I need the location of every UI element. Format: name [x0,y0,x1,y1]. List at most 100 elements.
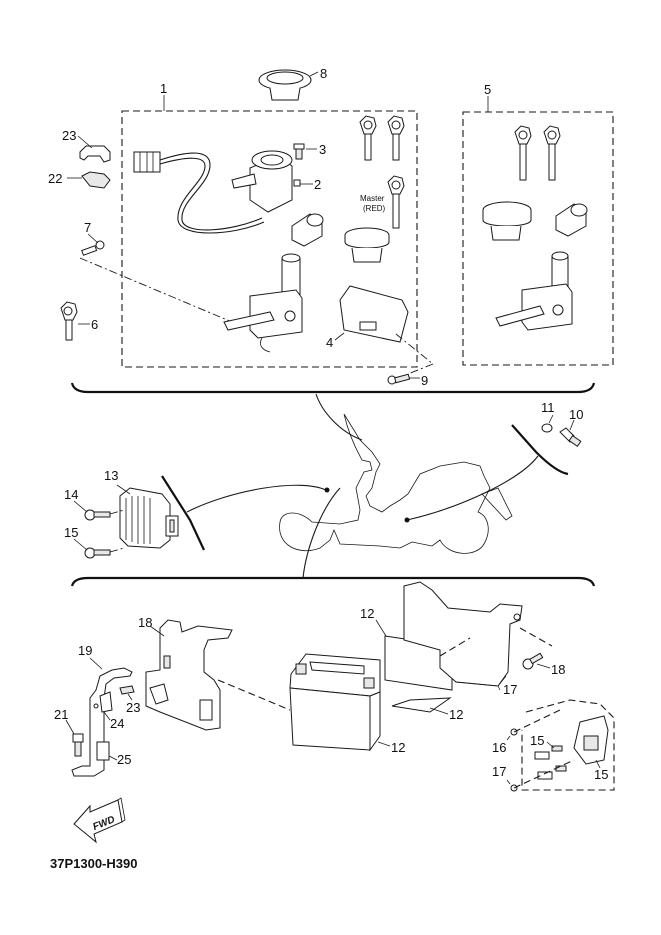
leader-4 [334,332,345,341]
location-dot-sensor [404,517,410,523]
part-clamp-25[interactable] [81,171,111,189]
callout-10[interactable]: 10 [569,407,583,422]
part-fuse-17[interactable] [534,745,567,780]
part-bolt-15-lower[interactable] [84,547,111,559]
part-key-kit1-b [387,115,405,161]
callout-16[interactable]: 15 [594,767,608,782]
leader-13 [377,741,391,747]
part-relay-assembly-16[interactable] [573,715,609,765]
part-screw-3[interactable] [293,143,305,160]
part-key-6[interactable] [60,301,78,341]
part-cap-kit5 [482,201,532,241]
leader-sensor-to-scooter [406,455,539,521]
part-bolt-20[interactable] [522,652,544,670]
callout-24[interactable]: 21 [54,707,68,722]
scooter-outline [279,413,513,554]
callout-2[interactable]: 2 [314,177,321,192]
part-lock-cylinder-kit1 [291,213,324,247]
callout-13[interactable]: 12 [391,740,405,755]
callout-18b[interactable]: 17 [492,764,506,779]
part-key-kit1-a [359,115,377,161]
callout-23c[interactable]: 25 [117,752,131,767]
callout-8[interactable]: 8 [320,66,327,81]
callout-21[interactable]: 18 [138,615,152,630]
leader-kit-to-scooter [315,393,363,441]
leader-12a [375,619,387,637]
callout-15b[interactable]: 15 [64,525,78,540]
leader-10 [569,419,575,431]
callout-23a[interactable]: 23 [126,700,140,715]
part-gasket-11[interactable] [541,423,553,433]
part-screw-9[interactable] [387,373,411,385]
fwd-direction-arrow-icon [73,797,126,844]
part-cap-kit1 [344,227,390,263]
leader-18a [506,735,511,741]
section-bracket-bottom [70,576,596,587]
assembly-line-18a [513,709,561,733]
assembly-line-7 [79,257,233,323]
callout-12a[interactable]: 12 [360,606,374,621]
callout-15a[interactable]: 14 [64,487,78,502]
kit-1-group-box [121,110,418,368]
part-damper-23b[interactable] [99,691,113,713]
callout-22[interactable]: 19 [78,643,92,658]
part-damper-23c[interactable] [96,741,110,761]
assembly-line-19 [439,637,471,657]
assembly-line-18b [513,759,575,789]
leader-11 [548,414,554,424]
callout-4[interactable]: 4 [326,335,333,350]
callout-14[interactable]: 13 [104,468,118,483]
part-sensor-10[interactable] [559,427,582,448]
part-main-switch-2[interactable] [133,150,301,234]
leader-15a [73,500,88,513]
part-cover-26[interactable] [79,145,111,163]
part-bolt-24[interactable] [72,733,84,757]
assembly-line-9b [407,363,434,375]
part-bolt-7[interactable] [81,240,105,256]
leader-15b [73,538,88,551]
callout-7[interactable]: 7 [84,220,91,235]
assembly-line-21 [217,679,291,711]
part-battery-pad-12b[interactable] [391,697,452,713]
leader-8 [309,71,319,77]
callout-23b[interactable]: 24 [110,716,124,731]
assembly-line-20 [519,627,553,647]
drawing-code: 37P1300-H390 [50,856,137,871]
callout-26[interactable]: 23 [62,128,76,143]
part-battery-13[interactable] [289,653,381,752]
callout-18a[interactable]: 16 [492,740,506,755]
leader-23c [108,755,118,761]
callout-3[interactable]: 3 [319,142,326,157]
part-steering-lock-kit5 [495,251,573,331]
leader-24 [65,719,75,735]
callout-12b[interactable]: 12 [449,707,463,722]
callout-11[interactable]: 11 [541,400,555,415]
callout-6[interactable]: 6 [91,317,98,332]
part-damper-23a[interactable] [119,685,135,695]
master-key-label: Master [360,194,385,203]
part-lock-cylinder-kit5 [555,203,588,237]
callout-1[interactable]: 1 [160,81,167,96]
callout-17[interactable]: 15 [530,733,544,748]
callout-25[interactable]: 22 [48,171,62,186]
leader-17 [546,741,555,749]
part-bracket-21[interactable] [145,619,233,731]
leader-16 [595,759,601,769]
part-cap-8[interactable] [258,69,312,101]
callout-20[interactable]: 18 [551,662,565,677]
part-bolt-15-upper[interactable] [84,509,111,521]
part-rectifier-regulator-14[interactable] [119,487,179,549]
leader-7 [87,233,99,244]
callout-5[interactable]: 5 [484,82,491,97]
part-control-unit-4[interactable] [339,285,409,343]
callout-19[interactable]: 17 [503,682,517,697]
location-dot-regulator [324,487,330,493]
section-bracket-sensor [511,424,569,476]
leader-12b [429,707,449,715]
section-bracket-top [70,382,596,394]
leader-22 [89,657,103,670]
part-key-kit5-a [514,125,532,181]
callout-9[interactable]: 9 [421,373,428,388]
kit-5-group-box [462,111,614,366]
